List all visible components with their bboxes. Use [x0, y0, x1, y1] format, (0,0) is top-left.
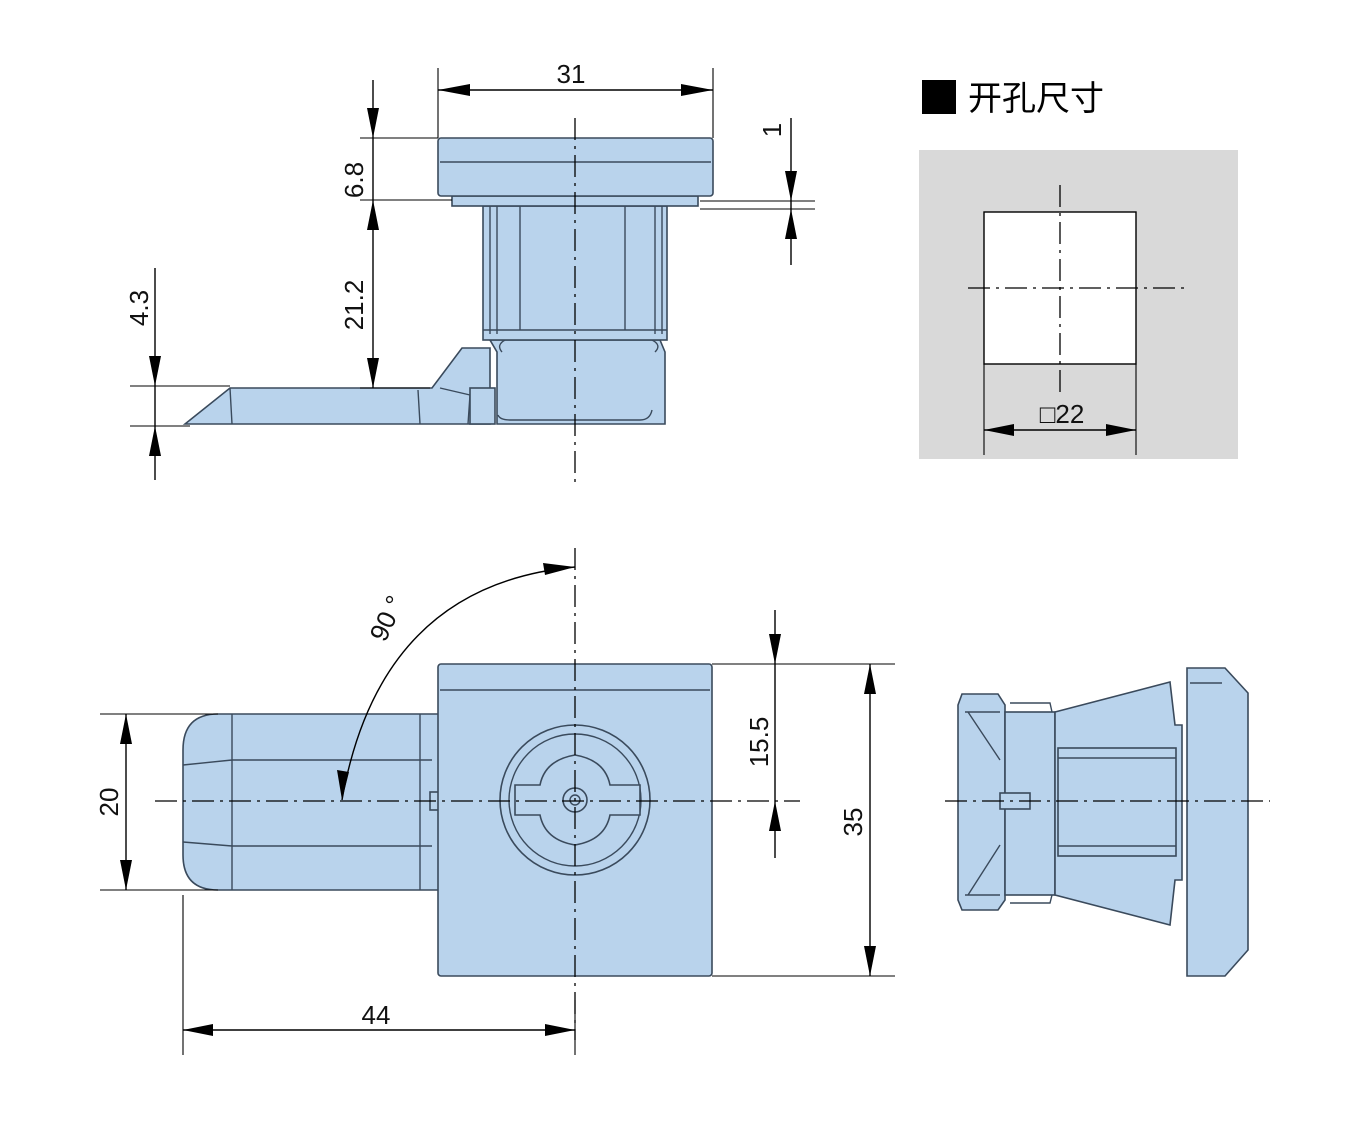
dim-flange-height: 6.8: [339, 162, 369, 198]
dim-housing-height: 35: [838, 808, 868, 837]
side-elevation-view: 31 6.8 21.2 1 4.3: [124, 59, 815, 485]
side-core: [1057, 747, 1177, 857]
dim-offset: 15.5: [744, 717, 774, 768]
cutout-legend: 开孔尺寸: [922, 79, 1104, 119]
dim-top-width: 31: [557, 59, 586, 89]
dim-cam-length: 44: [362, 1000, 391, 1030]
cutout-diagram: □22: [919, 150, 1238, 459]
right-side-view: [945, 667, 1270, 977]
front-cam-arm: [182, 713, 441, 891]
housing-lower: [488, 339, 666, 425]
legend-title: 开孔尺寸: [968, 79, 1104, 119]
dim-gap: 1: [757, 123, 787, 137]
cutout-size-label: □22: [1040, 399, 1085, 429]
dim-cam-thickness: 4.3: [124, 290, 154, 326]
front-view: 90 ° 20 15.5 35 44: [94, 548, 895, 1055]
side-cam-end: [957, 693, 1006, 911]
dim-cam-width: 20: [94, 788, 124, 817]
dim-body-height: 21.2: [339, 280, 369, 331]
dim-rotation-angle: 90 °: [363, 591, 410, 646]
legend-square-icon: [922, 80, 956, 114]
side-flange: [1186, 667, 1249, 977]
cam-hub: [469, 387, 496, 425]
